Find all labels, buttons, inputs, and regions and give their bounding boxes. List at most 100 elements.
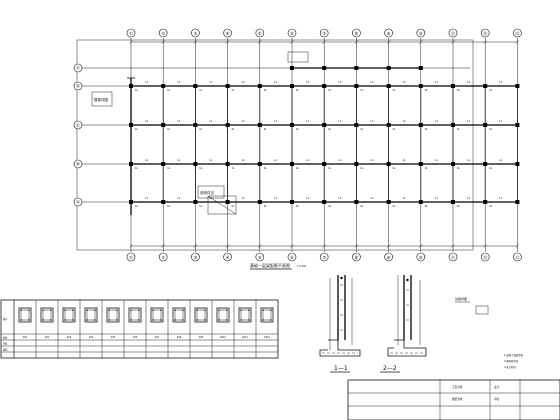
axis-bubble-bottom-3: [191, 252, 200, 262]
title-block-line1: 工程名称: [452, 385, 463, 389]
column-rebar-8-4: [182, 319, 184, 321]
axis-label-left: Ⓒ: [76, 122, 81, 129]
axis-bubble-top-13: [513, 28, 522, 38]
column-3-7: [322, 162, 327, 166]
beam-label: KL: [264, 167, 268, 170]
axis-label-top: ①: [129, 31, 133, 36]
axis-label-top: ③: [194, 31, 198, 36]
plan-title: 基础—层梁配筋平面图: [250, 262, 290, 268]
beam-label: KL: [199, 128, 203, 131]
column-section-2: [40, 307, 54, 323]
axis-label-top: ⑩: [419, 31, 423, 36]
beam-label: L1: [306, 80, 309, 84]
beam-label: L1: [467, 80, 470, 84]
axis-bubble-bottom-8: [352, 252, 361, 262]
column-1-8: [354, 84, 359, 88]
column-rebar-10-2: [226, 309, 228, 311]
column-4-4: [225, 200, 230, 204]
table-col-name: KZ10: [220, 336, 226, 339]
axis-bubble-top-8: [352, 28, 361, 38]
column-rebar-9-2: [204, 309, 206, 311]
dim-tick-bottom-5: [258, 244, 262, 248]
beam-label: KL: [360, 128, 364, 131]
column-rebar-3-3: [64, 319, 66, 321]
axis-label-top: ⑦: [322, 31, 326, 36]
column-1-12: [483, 84, 488, 88]
dim-tick-top-12: [483, 40, 487, 44]
beam-label: L1: [371, 196, 374, 200]
beam-label: KL: [232, 167, 236, 170]
axis-label-bottom: ⑥: [290, 255, 294, 260]
dim-tick-bottom-3: [193, 244, 198, 248]
column-rebar-6-1: [130, 309, 132, 311]
column-section-4: [84, 307, 98, 323]
title-block-line2: 图纸名称: [452, 397, 463, 401]
beam-label: L1: [210, 158, 213, 162]
title-block-line3: 设计: [494, 385, 500, 389]
beam-label: L1: [242, 196, 245, 200]
column-rebar-11-2: [248, 309, 250, 311]
column-3-6: [290, 162, 294, 166]
title-block-line4: 审核: [494, 397, 500, 401]
column-3-11: [451, 162, 455, 166]
column-3-1: [129, 162, 133, 166]
beam-label: KL: [199, 167, 203, 170]
tag-note-box: [197, 185, 225, 199]
column-rebar-12-2: [270, 309, 272, 311]
table-col-name: KZ12: [264, 336, 270, 339]
dim-tick-top-1: [129, 40, 133, 44]
table-col-name: KZ2: [45, 336, 50, 339]
column-top-8: [354, 66, 359, 70]
plan-extent-border: [76, 39, 474, 251]
axis-label-bottom: ②: [161, 255, 165, 260]
column-rebar-3-2: [72, 309, 74, 311]
dim-tick-bottom-13: [515, 244, 520, 248]
beam-label: KL: [296, 167, 300, 170]
beam-label: KL: [489, 128, 493, 131]
axis-label-top: ⑧: [355, 31, 359, 36]
beam-label: KL: [328, 205, 332, 208]
beam-label: KL: [489, 89, 493, 92]
beam-label: L1: [371, 158, 374, 162]
column-rebar-3-4: [72, 319, 74, 321]
dim-tick-top-13: [515, 40, 520, 44]
dim-tick-top-8: [354, 40, 359, 44]
beam-label: KL: [199, 205, 203, 208]
table-col-name: KZ3: [67, 336, 72, 339]
column-2-11: [451, 123, 455, 127]
column-stirrup-5: [108, 309, 118, 321]
column-3-5: [257, 162, 262, 166]
column-2-13: [515, 123, 520, 127]
beam-label: L1: [306, 158, 309, 162]
beam-label: L1: [435, 158, 438, 162]
dim-tick-bottom-1: [129, 244, 133, 248]
beam-label: KL: [489, 205, 493, 208]
column-rebar-8-2: [182, 309, 184, 311]
beam-label: KL: [296, 205, 300, 208]
column-stirrup-7: [152, 309, 162, 321]
column-2-4: [225, 123, 230, 127]
table-row-label: 截面: [3, 336, 8, 340]
column-rebar-5-4: [116, 319, 118, 321]
beam-label: L1: [338, 158, 341, 162]
column-top-9: [386, 66, 391, 70]
stair-opening: [207, 195, 237, 215]
column-4-9: [386, 200, 391, 204]
beam-label: L1: [467, 119, 470, 123]
column-rebar-7-4: [160, 319, 162, 321]
column-1-7: [322, 84, 327, 88]
beam-label: KL: [328, 128, 332, 131]
axis-label-bottom: ⑪: [451, 254, 456, 261]
column-1-10: [418, 84, 423, 88]
beam-label: KL: [264, 89, 268, 92]
dim-tick-top-6: [290, 40, 294, 44]
dim-tick-bottom-6: [290, 244, 294, 248]
beam-label: L1: [403, 158, 406, 162]
axis-bubble-top-12: [480, 28, 490, 38]
table-row-label: 编号: [3, 317, 8, 321]
column-rebar-7-2: [160, 309, 162, 311]
column-4-11: [451, 200, 455, 204]
beam-label: L1: [145, 119, 148, 123]
title-block: 工程名称 图纸名称 设计 审核: [347, 379, 560, 420]
beam-label: KL: [328, 89, 332, 92]
